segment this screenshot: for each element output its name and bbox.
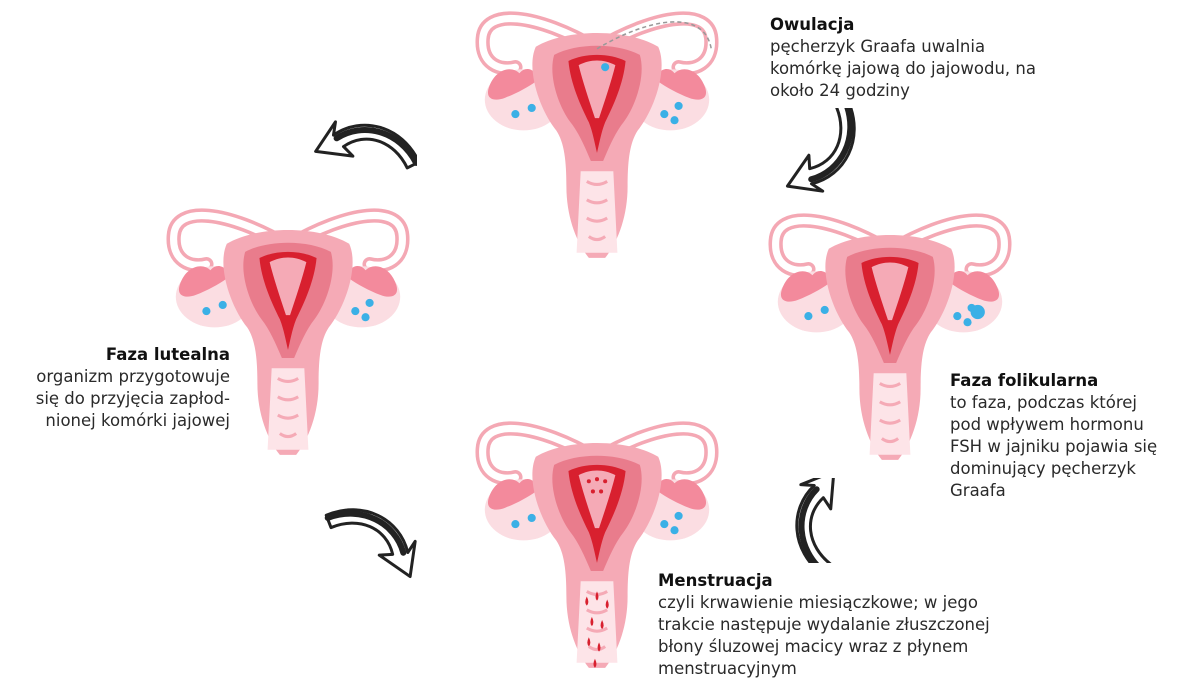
cycle-arrow-icon: [770, 108, 875, 193]
cycle-arrow-icon: [312, 108, 417, 190]
cycle-arrow-icon: [770, 478, 875, 563]
phase-description: czyli krwawienie miesiączkowe; w jego tr…: [658, 592, 1038, 680]
label-menstruacja: Menstruacja czyli krwawienie miesiączkow…: [658, 570, 1038, 680]
label-owulacja: Owulacja pęcherzyk Graafa uwalnia komórk…: [770, 14, 1070, 102]
phase-title: Faza folikularna: [950, 370, 1182, 392]
phase-description: to faza, podczas której pod wpływem horm…: [950, 392, 1182, 502]
phase-title: Faza lutealna: [8, 344, 230, 366]
phase-description: organizm przygotowuje się do przyjęcia z…: [8, 366, 230, 432]
phase-description: pęcherzyk Graafa uwalnia komórkę jajową …: [770, 36, 1070, 102]
phase-title: Owulacja: [770, 14, 1070, 36]
label-faza-folikularna: Faza folikularna to faza, podczas której…: [950, 370, 1182, 502]
phase-title: Menstruacja: [658, 570, 1038, 592]
uterus-icon: [427, 8, 767, 263]
label-faza-lutealna: Faza lutealna organizm przygotowuje się …: [8, 344, 230, 432]
cycle-arrow-icon: [322, 500, 427, 585]
